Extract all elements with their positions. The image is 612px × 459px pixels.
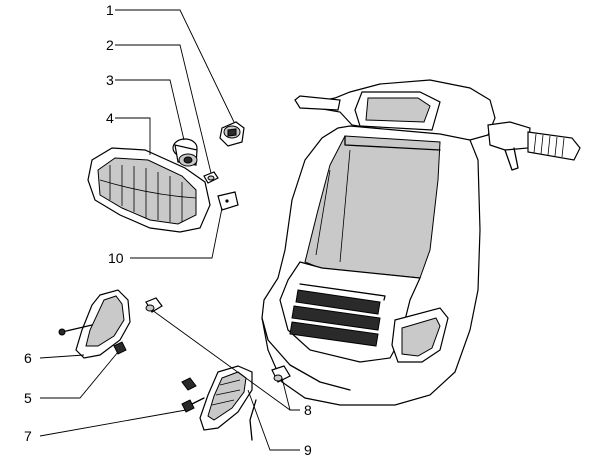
callout-5: 5 <box>24 390 32 406</box>
small-bulb <box>203 171 219 184</box>
nut <box>113 341 127 355</box>
indicator-bulb-right <box>271 365 291 383</box>
bulb-socket <box>172 138 198 167</box>
callout-8: 8 <box>304 402 312 418</box>
right-indicator-lens <box>199 365 253 431</box>
callout-1: 1 <box>106 2 114 18</box>
callout-2: 2 <box>106 37 114 53</box>
indicator-bulb <box>145 297 163 313</box>
callout-9: 9 <box>304 442 312 458</box>
headlamp-unit <box>87 147 211 233</box>
callout-10: 10 <box>108 250 124 266</box>
scooter-front-shield <box>249 79 581 441</box>
rubber-grommet <box>181 377 197 391</box>
leader-lines <box>39 9 300 451</box>
callout-4: 4 <box>106 110 114 126</box>
callout-7: 7 <box>24 428 32 444</box>
screw <box>181 397 205 413</box>
left-indicator-lens <box>58 289 131 359</box>
spring-clip <box>217 191 239 211</box>
callout-6: 6 <box>24 350 32 366</box>
bulb-holder <box>219 121 245 147</box>
callout-labels: 1 2 3 4 5 6 7 8 9 10 <box>24 2 312 458</box>
callout-3: 3 <box>106 72 114 88</box>
